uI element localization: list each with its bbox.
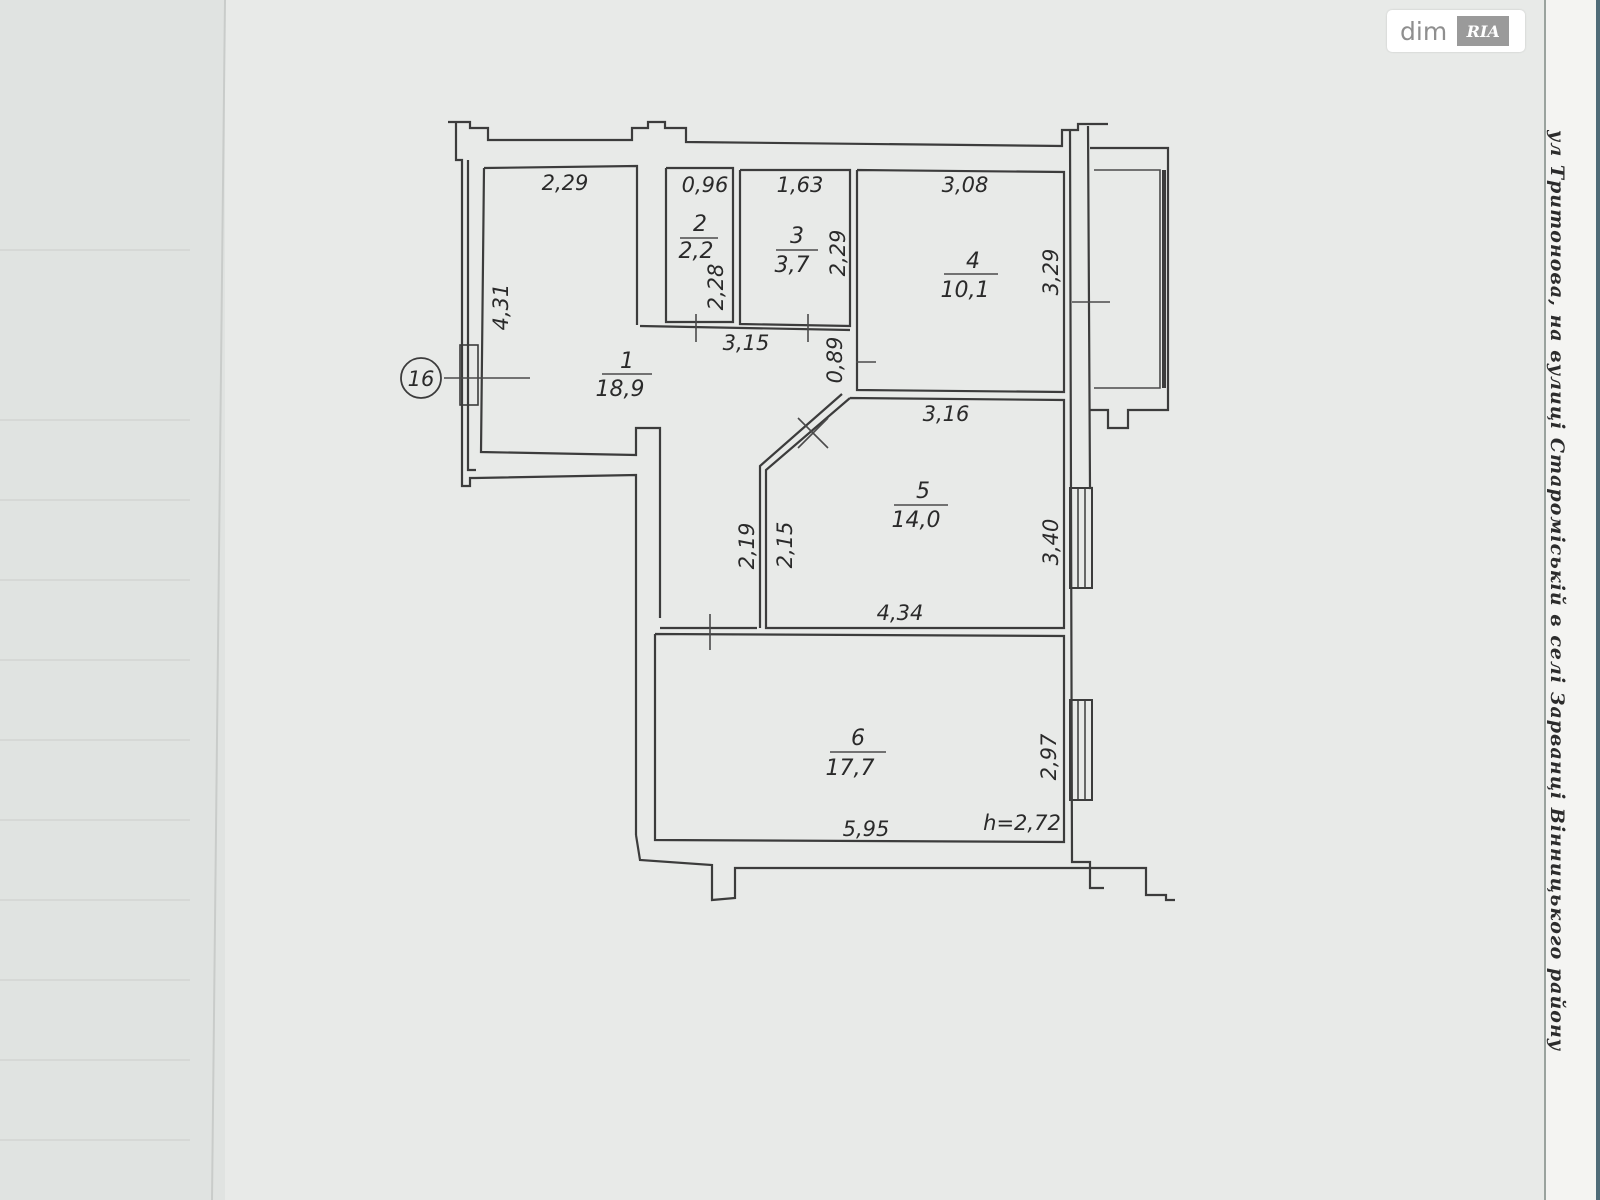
- room-number: 4: [966, 249, 980, 274]
- room-4-label: 4 10,1: [941, 249, 998, 303]
- room-1-label: 1 18,9: [596, 349, 652, 402]
- dim-r1-top: 2,29: [542, 171, 589, 195]
- dim-r5-side: 3,40: [1039, 519, 1063, 566]
- room-area: 2,2: [679, 239, 714, 264]
- dim-passage: 0,89: [823, 337, 847, 384]
- dim-r4-side: 3,29: [1039, 249, 1063, 296]
- dim-r4-top: 3,08: [942, 173, 989, 197]
- dim-r3-side: 2,29: [826, 230, 850, 277]
- watermark-brand: dim: [1400, 16, 1448, 46]
- dimria-watermark: dim RIA: [1387, 10, 1525, 52]
- dim-r2-side: 2,28: [704, 264, 728, 311]
- main-page: [225, 0, 1545, 1200]
- room-number: 5: [916, 479, 930, 504]
- page-fold: [211, 0, 226, 1200]
- room-area: 18,9: [596, 377, 645, 402]
- dim-ceiling-height: h=2,72: [983, 811, 1061, 835]
- outer-walls: [448, 120, 1175, 902]
- room-3-label: 3 3,7: [775, 224, 818, 278]
- room-area: 14,0: [892, 508, 941, 533]
- room-2-label: 2 2,2: [679, 212, 718, 264]
- room-number: 6: [851, 726, 865, 751]
- dim-r2-top: 0,96: [682, 173, 729, 197]
- side-caption: ул Тритонова, на вулиці Староміській в с…: [1544, 130, 1568, 1052]
- dim-r1-left: 4,31: [489, 284, 513, 331]
- dim-r6-side: 2,97: [1037, 733, 1061, 780]
- axis-marker-circle: [400, 357, 442, 399]
- room-number: 3: [790, 224, 804, 249]
- room-5-label: 5 14,0: [892, 479, 948, 533]
- dim-r5-bottom: 4,34: [877, 601, 924, 625]
- room-number: 2: [693, 212, 707, 237]
- dim-hall-left: 2,19: [735, 523, 759, 570]
- left-page-lines: [0, 249, 190, 1141]
- left-page: [0, 0, 225, 1200]
- room-6-label: 6 17,7: [826, 726, 886, 781]
- dim-hall-right: 2,15: [773, 522, 797, 569]
- side-strip: [1545, 0, 1600, 1200]
- room-number: 1: [620, 349, 634, 374]
- watermark-logo: RIA: [1466, 21, 1500, 41]
- dim-r5-top: 3,16: [923, 402, 970, 426]
- dim-corridor-width: 3,15: [723, 331, 770, 355]
- room-area: 3,7: [775, 253, 810, 278]
- interior-walls: [444, 164, 1110, 844]
- dim-r3-top: 1,63: [777, 173, 824, 197]
- dim-r6-bottom: 5,95: [843, 817, 890, 841]
- room-area: 10,1: [941, 278, 990, 303]
- ria-logo-icon: RIA: [1457, 16, 1510, 46]
- room-area: 17,7: [826, 756, 875, 781]
- axis-marker-label: 16: [408, 367, 435, 391]
